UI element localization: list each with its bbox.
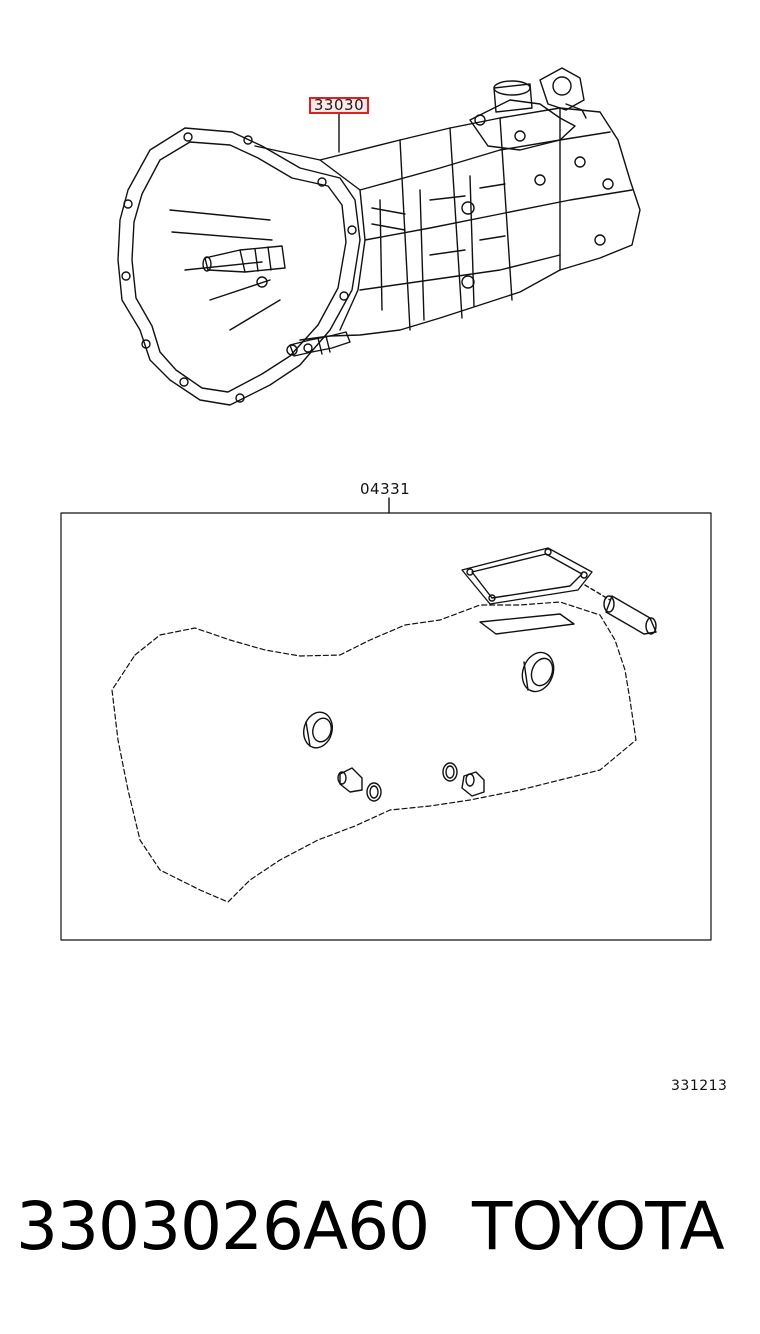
illustration-number: 331213 — [671, 1078, 728, 1094]
brand-name: TOYOTA — [472, 1188, 725, 1265]
part-callout-04331: 04331 — [360, 480, 411, 498]
transmission-assembly-drawing — [117, 67, 641, 406]
shift-tower — [469, 99, 576, 151]
flange-bolt-holes — [121, 132, 357, 403]
transmission-case — [254, 107, 641, 341]
bushing-left — [337, 767, 363, 793]
o-ring-right — [442, 762, 458, 782]
bushing-right — [461, 771, 485, 797]
o-ring-left — [366, 782, 382, 802]
oil-seal-rear — [521, 651, 555, 693]
footer-caption: 3303026A60 TOYOTA — [0, 1188, 760, 1278]
kit-frame — [60, 512, 712, 941]
case-bolts — [256, 114, 614, 289]
case-gasket — [111, 601, 637, 903]
part-callout-33030: 33030 — [309, 97, 369, 114]
bellhousing-flange-inner — [131, 141, 347, 393]
input-shaft — [204, 245, 286, 273]
part-number: 3303026A60 — [16, 1188, 430, 1265]
cover-gasket — [461, 547, 593, 605]
gasket-kit-group — [60, 497, 712, 941]
oil-seal-front — [302, 711, 334, 749]
release-fitting — [289, 331, 351, 357]
bellhousing-flange — [117, 127, 361, 406]
breather-sleeve — [605, 595, 657, 635]
